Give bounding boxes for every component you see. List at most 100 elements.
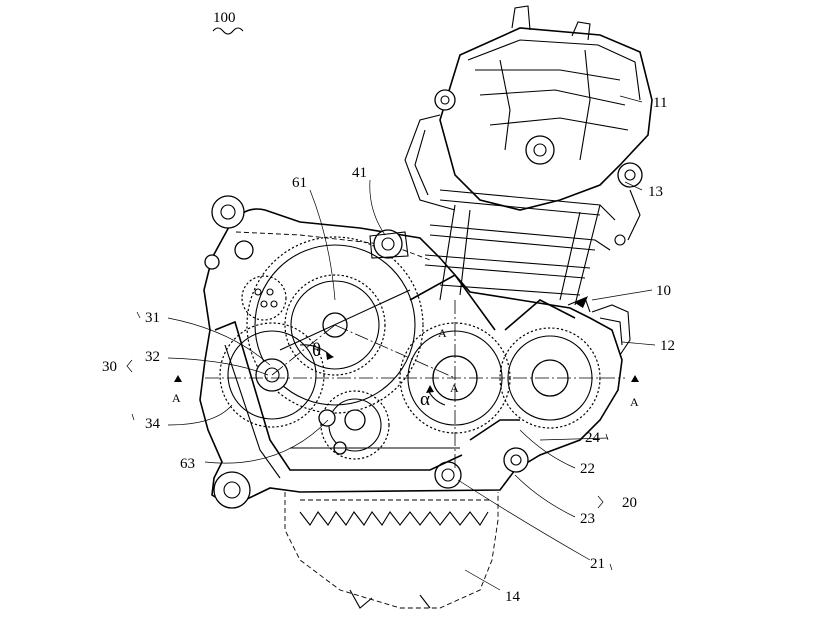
label-11: 11	[653, 95, 667, 111]
label-34: 34	[145, 416, 161, 432]
theta-arrowhead	[326, 352, 334, 360]
chain-upper-link	[279, 289, 411, 351]
balancer-hub	[344, 409, 366, 431]
alpha-arrowhead	[426, 385, 434, 393]
crankcase-lug-bottom-left-hole	[223, 481, 241, 499]
balancer-63	[318, 390, 390, 460]
intake-inner	[414, 129, 429, 196]
gear-41-boss	[373, 229, 403, 259]
gear-61-inner-teeth	[284, 274, 386, 376]
angle-alpha: α	[420, 389, 430, 410]
label-21: 21	[590, 556, 605, 572]
construction-lines	[205, 300, 625, 470]
leader-32	[167, 357, 269, 376]
oil-pan-baffle-teeth	[299, 511, 489, 526]
cylinder-fin-1b	[439, 199, 601, 216]
head-boss-right-hole	[624, 169, 636, 181]
label-22: 22	[580, 461, 595, 477]
leader-22	[519, 429, 576, 469]
bracket-bolt	[614, 234, 626, 246]
cylinder-wall-left	[439, 204, 456, 301]
tick-24	[605, 433, 609, 441]
brace-30	[126, 359, 133, 373]
crankcase-lug-bottom-left	[213, 471, 251, 509]
leader-24	[539, 437, 609, 441]
label-24: 24	[585, 430, 601, 446]
balancer-pin	[318, 409, 336, 427]
label-23: 23	[580, 511, 595, 527]
head-rib-4	[499, 59, 511, 151]
crankcase-lug-top-left	[211, 195, 245, 229]
angle-theta: θ	[312, 340, 321, 361]
leader-31	[167, 317, 271, 366]
section-label-right: A	[630, 395, 639, 409]
head-rib-3	[489, 117, 629, 131]
head-boss-center-hole	[533, 143, 547, 157]
label-61: 61	[292, 175, 307, 191]
head-cover-ridge	[467, 39, 641, 101]
sprocket-hole-4	[270, 300, 278, 308]
sprocket-teeth	[241, 275, 287, 321]
head-boss-right	[617, 162, 643, 188]
leader-12	[621, 341, 656, 346]
crankcase-lug-top-left-hole	[220, 204, 236, 220]
leader-61	[309, 189, 336, 301]
crankcase-lug-mid-left	[234, 240, 254, 260]
theta-reference-line	[334, 324, 456, 379]
gear-61-inner-root	[290, 280, 380, 370]
head-boss-center	[525, 135, 555, 165]
gear-41-hole	[381, 237, 395, 251]
cylinder-fin-1	[439, 189, 616, 221]
top-fitting-left	[511, 5, 531, 31]
left-chain-guide	[214, 320, 463, 471]
leader-11	[619, 95, 643, 103]
cylinder-bore-lines	[459, 209, 581, 301]
section-markers: A A A A	[172, 326, 639, 409]
cylinder-head-outline	[439, 27, 653, 211]
label-20: 20	[622, 495, 637, 511]
label-31: 31	[145, 310, 160, 326]
brace-20	[597, 495, 604, 509]
label-10: 10	[656, 283, 671, 299]
label-63: 63	[180, 456, 195, 472]
cylinder-fin-2b	[429, 234, 596, 251]
leader-13	[624, 181, 643, 191]
left-chain-guide-inner	[224, 344, 281, 479]
sprocket-hole-3	[260, 300, 268, 308]
label-14: 14	[505, 589, 521, 605]
leader-63	[204, 419, 329, 464]
label-32: 32	[145, 349, 160, 365]
leader-21	[457, 479, 591, 561]
reference-tilde	[212, 27, 244, 35]
sprocket-hole-2	[266, 288, 274, 296]
gear-61-root	[254, 244, 416, 406]
head-rib-1	[475, 69, 621, 81]
section-label-left: A	[172, 391, 181, 405]
head-rib-2	[479, 89, 626, 106]
head-boss-left	[434, 89, 456, 111]
top-fitting-right	[571, 21, 591, 41]
crankcase-lug-bottom-right-hole	[510, 454, 522, 466]
intake-port	[404, 114, 456, 211]
leader-23	[514, 474, 576, 518]
crankcase-lug-bottom-center-hole	[441, 468, 455, 482]
cylinder-fin-3b	[424, 264, 586, 279]
leader-10	[591, 289, 653, 301]
oil-pan	[284, 492, 499, 609]
section-arrow-right	[631, 375, 639, 382]
label-30: 30	[102, 359, 117, 375]
gear-31-root	[227, 330, 317, 420]
leader-14	[464, 569, 501, 591]
tick-34	[131, 413, 135, 421]
case-inner-dashed	[235, 231, 431, 261]
lower-chain-span	[469, 419, 520, 441]
crankcase	[199, 195, 631, 509]
side-fitting	[591, 304, 631, 356]
gear-41	[369, 229, 409, 259]
gear-right-teeth	[499, 327, 601, 429]
upper-chain-span	[409, 273, 496, 331]
label-12: 12	[660, 338, 675, 354]
chain-guides	[214, 273, 576, 479]
section-label-top: A	[438, 326, 447, 340]
head-boss-left-hole	[440, 95, 450, 105]
